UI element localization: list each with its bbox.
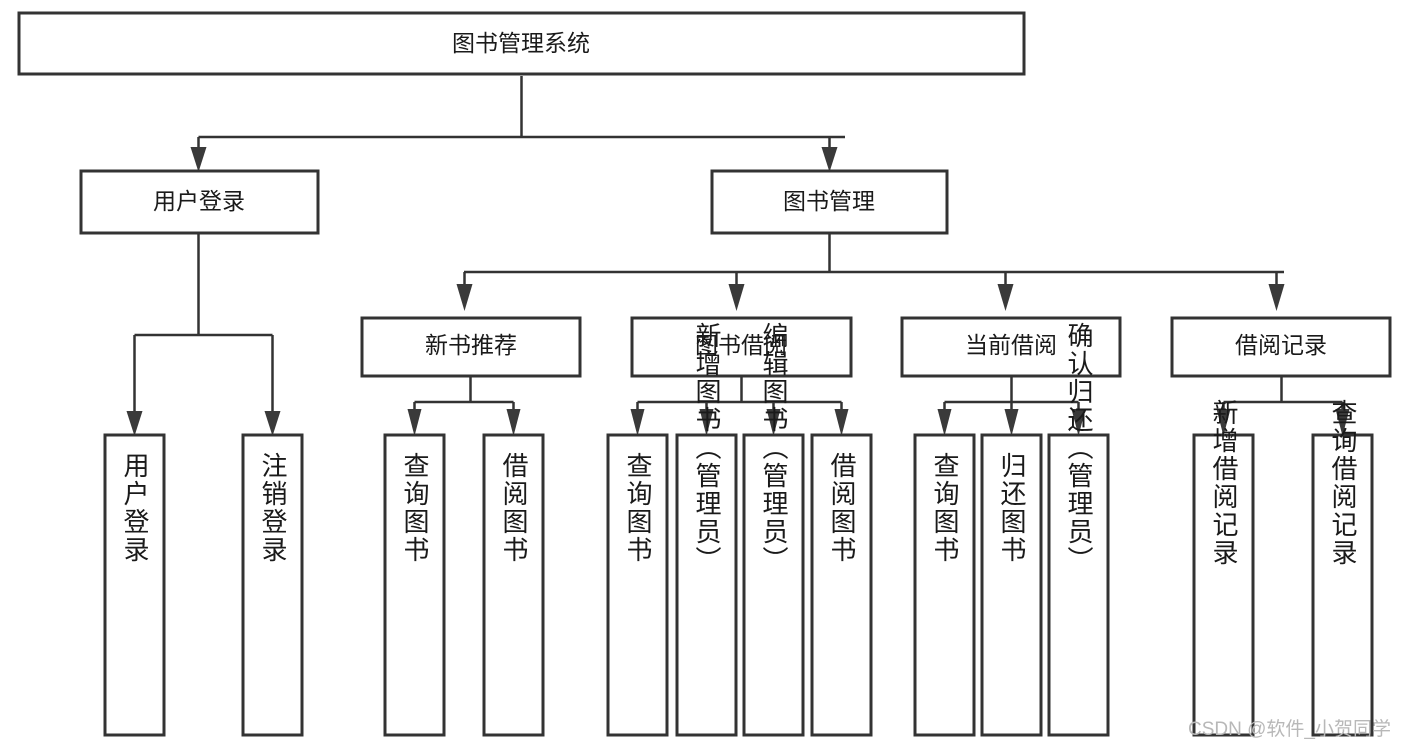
- node-leaf-add-record-label: 新增借阅记录: [1209, 399, 1239, 567]
- arrow-leaf-borrow-book-2: [834, 409, 849, 436]
- node-leaf-logout[interactable]: 注销登录: [241, 433, 304, 737]
- node-leaf-borrow-book-2-box[interactable]: [810, 433, 873, 737]
- node-new-book-rec-label: 新书推荐: [425, 332, 517, 358]
- arrow-leaf-query-book-2: [630, 409, 645, 436]
- node-leaf-user-login-box[interactable]: [103, 433, 166, 737]
- node-leaf-query-record[interactable]: 查询借阅记录: [1311, 399, 1374, 737]
- arrow-leaf-query-record: [1335, 409, 1350, 436]
- node-leaf-query-book-1[interactable]: 查询图书: [383, 433, 446, 737]
- node-book-borrow[interactable]: 图书借阅: [630, 316, 853, 378]
- node-leaf-user-login-label: 用户登录: [120, 452, 150, 564]
- node-leaf-query-book-3-box[interactable]: [913, 433, 976, 737]
- node-user-login[interactable]: 用户登录: [79, 169, 320, 235]
- arrow-leaf-logout: [264, 411, 281, 436]
- node-leaf-borrow-book-1[interactable]: 借阅图书: [482, 433, 545, 737]
- node-book-borrow-label: 图书借阅: [695, 332, 787, 358]
- node-user-login-label: 用户登录: [153, 188, 245, 214]
- arrow-leaf-return-book: [1004, 409, 1019, 436]
- node-leaf-edit-book-label: 编辑图书（管理员）: [759, 322, 789, 574]
- node-leaf-edit-book-box[interactable]: [742, 433, 805, 737]
- node-leaf-query-book-2[interactable]: 查询图书: [606, 433, 669, 737]
- node-leaf-add-record[interactable]: 新增借阅记录: [1192, 399, 1255, 737]
- node-borrow-record[interactable]: 借阅记录: [1170, 316, 1392, 378]
- watermark-text: CSDN @软件_小贺同学: [1188, 719, 1391, 740]
- arrow-newbook: [456, 284, 473, 311]
- arrow-leaf-borrow-book-1: [506, 409, 521, 436]
- node-leaf-borrow-book-2-label: 借阅图书: [827, 452, 857, 564]
- node-current-borrow[interactable]: 当前借阅: [900, 316, 1122, 378]
- node-leaf-user-login[interactable]: 用户登录: [103, 433, 166, 737]
- node-book-manage-box[interactable]: [710, 169, 949, 235]
- node-user-login-box[interactable]: [79, 169, 320, 235]
- node-root[interactable]: 图书管理系统: [17, 11, 1026, 76]
- node-leaf-query-record-label: 查询借阅记录: [1328, 399, 1358, 567]
- node-new-book-rec-box[interactable]: [360, 316, 582, 378]
- node-leaf-add-book-box[interactable]: [675, 433, 738, 737]
- arrow-book-manage: [821, 147, 838, 172]
- node-leaf-borrow-book-2[interactable]: 借阅图书: [810, 433, 873, 737]
- arrow-leaf-confirm-return: [1071, 409, 1086, 436]
- node-leaf-query-book-1-box[interactable]: [383, 433, 446, 737]
- arrow-currentborrow: [997, 284, 1014, 311]
- node-leaf-confirm-return-label: 确认归还（管理员）: [1064, 322, 1094, 574]
- node-leaf-query-book-2-label: 查询图书: [623, 452, 653, 564]
- node-leaf-confirm-return-box[interactable]: [1047, 433, 1110, 737]
- node-leaf-logout-box[interactable]: [241, 433, 304, 737]
- node-leaf-query-book-2-box[interactable]: [606, 433, 669, 737]
- node-leaf-logout-label: 注销登录: [258, 452, 288, 564]
- arrow-leaf-add-book: [699, 409, 714, 436]
- node-leaf-query-record-box[interactable]: [1311, 433, 1374, 737]
- node-book-manage-label: 图书管理: [783, 188, 875, 214]
- node-root-label: 图书管理系统: [452, 30, 590, 56]
- arrow-leaf-query-book-1: [407, 409, 422, 436]
- node-leaf-edit-book[interactable]: 编辑图书（管理员）: [742, 322, 805, 737]
- node-leaf-query-book-3-label: 查询图书: [930, 452, 960, 564]
- node-new-book-rec[interactable]: 新书推荐: [360, 316, 582, 378]
- node-current-borrow-box[interactable]: [900, 316, 1122, 378]
- node-leaf-borrow-book-1-label: 借阅图书: [499, 452, 529, 564]
- node-borrow-record-box[interactable]: [1170, 316, 1392, 378]
- node-current-borrow-label: 当前借阅: [965, 332, 1057, 358]
- arrow-leaf-edit-book: [766, 409, 781, 436]
- arrow-leaf-add-record: [1216, 409, 1231, 436]
- connectors: [126, 76, 1350, 436]
- node-leaf-confirm-return[interactable]: 确认归还（管理员）: [1047, 322, 1110, 737]
- node-leaf-query-book-3[interactable]: 查询图书: [913, 433, 976, 737]
- node-leaf-return-book-label: 归还图书: [997, 452, 1027, 564]
- node-leaf-add-book-label: 新增图书（管理员）: [692, 322, 722, 574]
- node-leaf-add-record-box[interactable]: [1192, 433, 1255, 737]
- arrow-user-login: [190, 147, 207, 172]
- node-leaf-add-book[interactable]: 新增图书（管理员）: [675, 322, 738, 737]
- node-borrow-record-label: 借阅记录: [1235, 332, 1327, 358]
- node-root-box[interactable]: [17, 11, 1026, 76]
- node-leaf-query-book-1-label: 查询图书: [400, 452, 430, 564]
- node-leaf-return-book[interactable]: 归还图书: [980, 433, 1043, 737]
- arrow-borrowrecord: [1268, 284, 1285, 311]
- arrow-bookborrow: [728, 284, 745, 311]
- arrow-leaf-query-book-3: [937, 409, 952, 436]
- node-leaf-return-book-box[interactable]: [980, 433, 1043, 737]
- node-leaf-borrow-book-1-box[interactable]: [482, 433, 545, 737]
- node-book-borrow-box[interactable]: [630, 316, 853, 378]
- node-book-manage[interactable]: 图书管理: [710, 169, 949, 235]
- arrow-leaf-user-login: [126, 411, 143, 436]
